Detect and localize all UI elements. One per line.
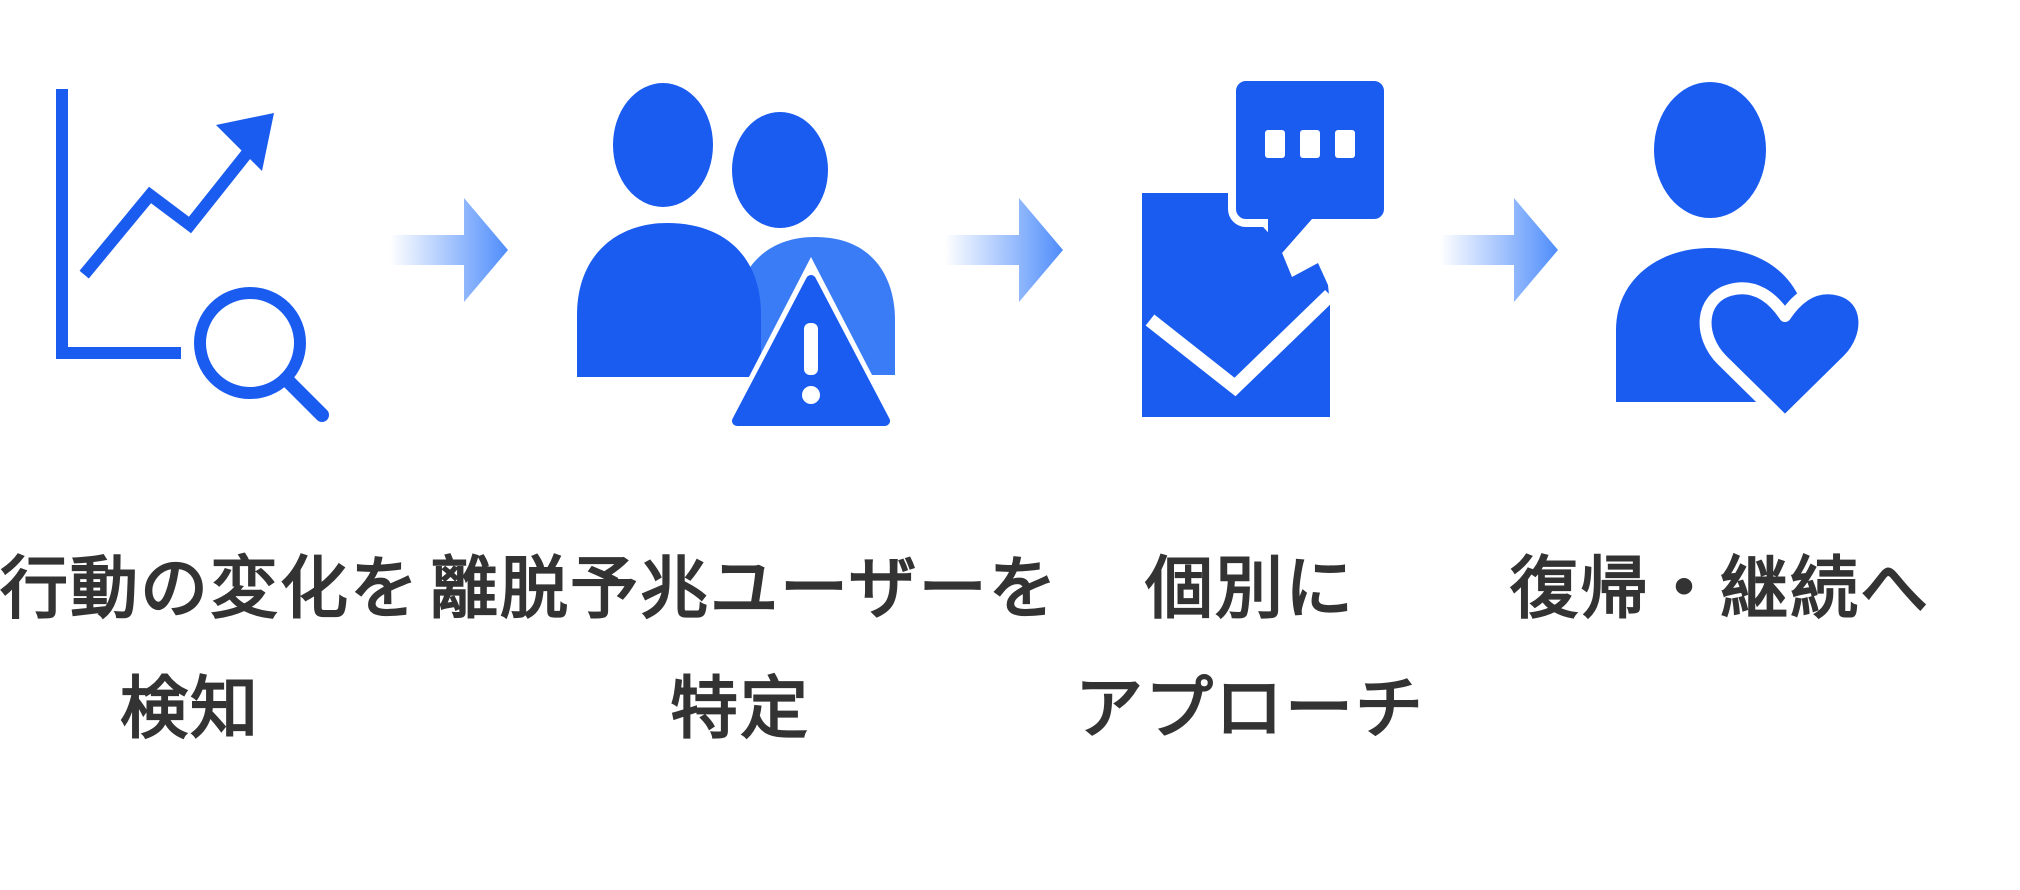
users-warning-icon xyxy=(575,75,895,445)
step-2-label-line2: 特定 xyxy=(669,670,810,749)
step-3-label-line2: アプローチ xyxy=(1074,670,1425,749)
flow-arrow-3 xyxy=(1440,198,1560,306)
envelope-chat-icon xyxy=(1140,75,1400,425)
flow-arrow-1 xyxy=(390,198,510,306)
step-4-label-line1: 復帰・継続へ xyxy=(1510,550,1931,629)
step-2-label: 離脱予兆ユーザーを 特定 xyxy=(430,530,1059,770)
flow-arrow-2 xyxy=(945,198,1065,306)
user-heart-icon xyxy=(1610,80,1870,430)
step-2-label-line1: 離脱予兆ユーザーを xyxy=(430,550,1059,629)
step-3-label: 個別に アプローチ xyxy=(1070,530,1430,770)
step-1-label-line2: 検知 xyxy=(119,670,260,749)
step-1-label-line1: 行動の変化を xyxy=(0,550,421,629)
chart-search-icon xyxy=(50,85,350,445)
step-4-label: 復帰・継続へ xyxy=(1510,530,1930,650)
step-3-label-line1: 個別に xyxy=(1144,550,1355,629)
step-1-label: 行動の変化を 検知 xyxy=(0,530,421,770)
